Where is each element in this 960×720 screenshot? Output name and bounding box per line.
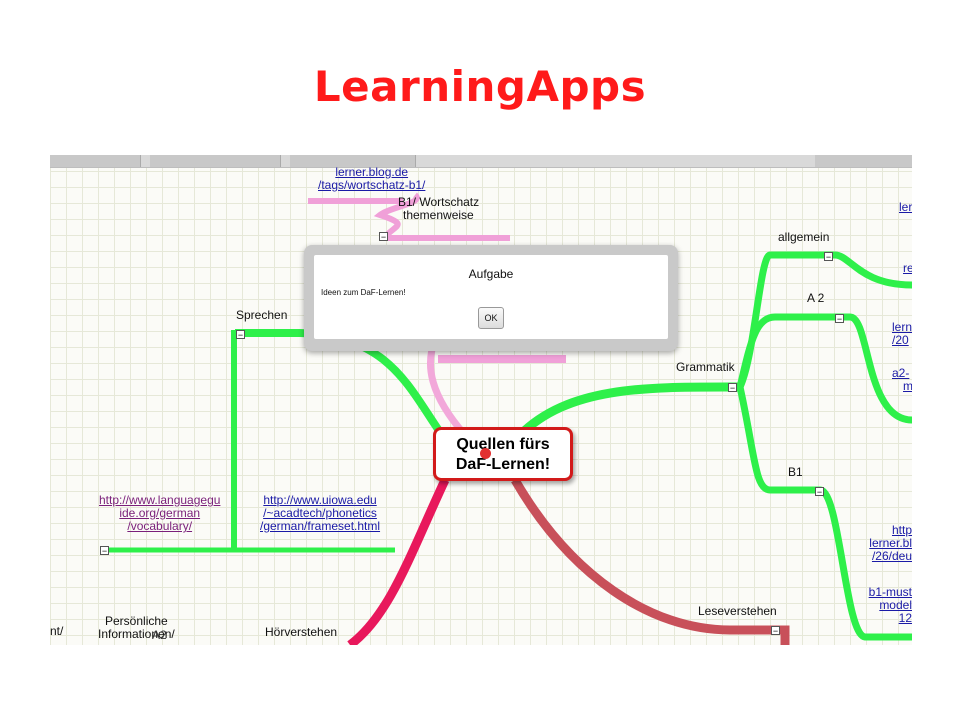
node-allgemein[interactable]: allgemein (778, 230, 830, 244)
dialog-body: Aufgabe Ideen zum DaF-Lernen! OK (314, 255, 668, 339)
branch-wortschatz-bar2 (380, 235, 510, 241)
node-label: themenweise (403, 208, 474, 222)
link-line: lerner.bl (869, 536, 912, 550)
node-leseverstehen[interactable]: Leseverstehen (698, 604, 777, 618)
collapse-button[interactable]: − (100, 546, 109, 556)
browser-toolbar (50, 155, 912, 168)
collapse-button[interactable]: − (824, 252, 833, 262)
branch-wortschatz-top (373, 192, 420, 240)
link-line: lerner.blog.de (335, 165, 409, 179)
collapse-button[interactable]: − (728, 383, 737, 393)
branch-wortschatz-bar (438, 355, 566, 363)
link-line: m (903, 379, 912, 393)
node-b1-wortschatz[interactable]: B1/ Wortschatz themenweise (398, 196, 479, 222)
node-label: B1/ Wortschatz (398, 195, 480, 209)
branch-leseverstehen (511, 477, 790, 645)
learningapps-screenshot: B1/ Wortschatz themenweise − lerner.blog… (50, 155, 912, 645)
link-line: /26/deu (871, 549, 912, 563)
link-line: /vocabulary/ (127, 519, 193, 533)
link-line: 12 (898, 611, 912, 625)
link-right[interactable]: http lerner.bl /26/deu (866, 524, 912, 563)
link-line: model (879, 598, 912, 612)
link-line: http://www.uiowa.edu (263, 493, 377, 507)
node-grammatik[interactable]: Grammatik (676, 360, 735, 374)
collapse-button[interactable]: − (379, 232, 388, 242)
link-right[interactable]: b1-must model 12 (862, 586, 912, 625)
node-sprechen[interactable]: Sprechen (236, 308, 288, 322)
node-a2-overlap: A2 (152, 628, 167, 642)
collapse-button[interactable]: − (236, 330, 245, 340)
branch-a2 (736, 313, 912, 424)
collapse-button[interactable]: − (771, 626, 780, 636)
node-b1[interactable]: B1 (788, 465, 803, 479)
link-right[interactable]: a2- m (892, 367, 912, 393)
node-label: Informationen/ (98, 627, 175, 641)
mindmap-connections (100, 192, 912, 645)
branch-wortschatz-top-bar (308, 198, 403, 204)
link-line: http://www.languagegu (99, 493, 221, 507)
collapse-button[interactable]: − (835, 314, 844, 324)
link-line: /german/frameset.html (260, 519, 381, 533)
toolbar-segment (150, 155, 281, 167)
node-persoenliche[interactable]: Persönliche Informationen/ (98, 615, 175, 641)
link-line: http (891, 523, 912, 537)
link-line: ide.org/german (119, 506, 201, 520)
toolbar-segment (290, 155, 416, 167)
link-line: /20 (892, 333, 909, 347)
link-right[interactable]: re (903, 261, 912, 275)
link-uiowa[interactable]: http://www.uiowa.edu /~acadtech/phonetic… (260, 494, 380, 533)
link-line: lern (892, 320, 912, 334)
branch-hoerverstehen (347, 478, 450, 645)
dialog-text: Ideen zum DaF-Lernen! (321, 288, 406, 297)
drag-handle-dot[interactable] (480, 448, 491, 459)
central-node-label: DaF-Lernen! (455, 456, 551, 473)
branch-grammatik (516, 382, 741, 439)
slide-title: LearningApps (313, 62, 647, 111)
node-cut-left: nt/ (50, 624, 64, 638)
link-line: a2- (892, 366, 910, 380)
link-languageguide[interactable]: http://www.languagegu ide.org/german /vo… (99, 494, 220, 533)
node-a2[interactable]: A 2 (807, 291, 825, 305)
link-right[interactable]: lern /20 (892, 321, 912, 347)
dialog-title: Aufgabe (468, 267, 514, 281)
ok-button[interactable]: OK (478, 307, 504, 329)
collapse-button[interactable]: − (815, 487, 824, 497)
toolbar-segment (815, 155, 912, 167)
node-label: Persönliche (105, 614, 168, 628)
link-line: b1-must (868, 585, 912, 599)
task-dialog: Aufgabe Ideen zum DaF-Lernen! OK (304, 245, 678, 351)
link-right[interactable]: ler (899, 200, 912, 214)
link-line: /~acadtech/phonetics (263, 506, 377, 520)
link-line: /tags/wortschatz-b1/ (318, 178, 426, 192)
link-wortschatz[interactable]: lerner.blog.de /tags/wortschatz-b1/ (318, 166, 425, 192)
toolbar-segment (50, 155, 141, 167)
central-node-label: Quellen fürs (456, 436, 550, 453)
central-node[interactable]: Quellen fürs DaF-Lernen! (433, 427, 573, 481)
node-hoerverstehen[interactable]: Hörverstehen (265, 625, 338, 639)
